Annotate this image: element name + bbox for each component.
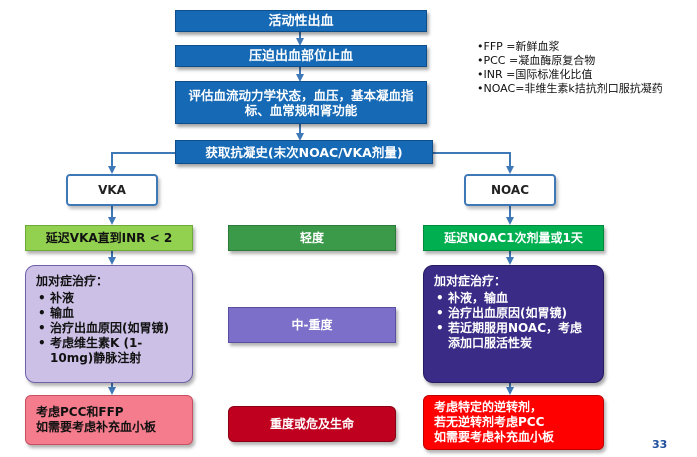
noac-box: NOAC	[464, 174, 556, 206]
abbreviation-legend: •FFP =新鲜血浆 •PCC =凝血酶原复合物 •INR =国际标准化比值 •…	[477, 40, 663, 96]
vka-severe-line: 如需要考虑补充血小板	[36, 420, 157, 434]
noac-delay-box: 延迟NOAC1次剂量或1天	[423, 225, 604, 251]
vka-box: VKA	[66, 174, 158, 206]
moderate-severity-box: 中-重度	[228, 307, 396, 343]
vka-severe-line: 考虑PCC和FFP	[36, 405, 124, 419]
mild-severity-box: 轻度	[228, 225, 396, 251]
vka-treatment-item: 补液	[36, 291, 182, 306]
noac-treatment-box: 加对症治疗： 补液，输血 治疗出血原因(如胃镜) 若近期服用NOAC，考虑添加口…	[423, 265, 604, 383]
legend-item: •INR =国际标准化比值	[477, 68, 593, 81]
active-bleeding-box: 活动性出血	[175, 10, 427, 32]
vka-treatment-item: 输血	[36, 306, 182, 321]
legend-item: •FFP =新鲜血浆	[477, 40, 560, 53]
vka-delay-box: 延迟VKA直到INR < 2	[25, 225, 193, 251]
legend-item: •PCC =凝血酶原复合物	[477, 54, 596, 67]
assessment-box: 评估血流动力学状态，血压，基本凝血指标、血常规和肾功能	[175, 81, 427, 124]
noac-treatment-title: 加对症治疗：	[434, 274, 507, 288]
noac-treatment-item: 若近期服用NOAC，考虑添加口服活性炭	[434, 321, 593, 351]
noac-severe-line: 若无逆转剂考虑PCC	[434, 415, 545, 429]
vka-treatment-box: 加对症治疗： 补液 输血 治疗出血原因(如胃镜) 考虑维生素K (1-10mg)…	[25, 265, 193, 383]
noac-severe-line: 考虑特定的逆转剂，	[434, 400, 543, 414]
noac-severe-box: 考虑特定的逆转剂， 若无逆转剂考虑PCC 如需要考虑补充血小板	[423, 395, 604, 450]
vka-treatment-item: 考虑维生素K (1-10mg)静脉注射	[36, 336, 182, 366]
legend-item: •NOAC=非维生素k拮抗剂口服抗凝药	[477, 82, 663, 95]
vka-treatment-item: 治疗出血原因(如胃镜)	[36, 321, 182, 336]
compress-bleeding-box: 压迫出血部位止血	[175, 45, 427, 67]
vka-severe-box: 考虑PCC和FFP 如需要考虑补充血小板	[25, 395, 193, 445]
page-number: 33	[652, 438, 668, 451]
noac-treatment-item: 治疗出血原因(如胃镜)	[434, 306, 593, 321]
severe-severity-box: 重度或危及生命	[228, 406, 396, 442]
arrow-split-noac	[430, 152, 514, 174]
anticoagulation-history-box: 获取抗凝史(末次NOAC/VKA剂量)	[175, 140, 433, 164]
arrow-split-vka	[108, 152, 180, 174]
noac-severe-line: 如需要考虑补充血小板	[434, 430, 555, 444]
noac-treatment-item: 补液，输血	[434, 291, 593, 306]
vka-treatment-title: 加对症治疗：	[36, 274, 109, 288]
